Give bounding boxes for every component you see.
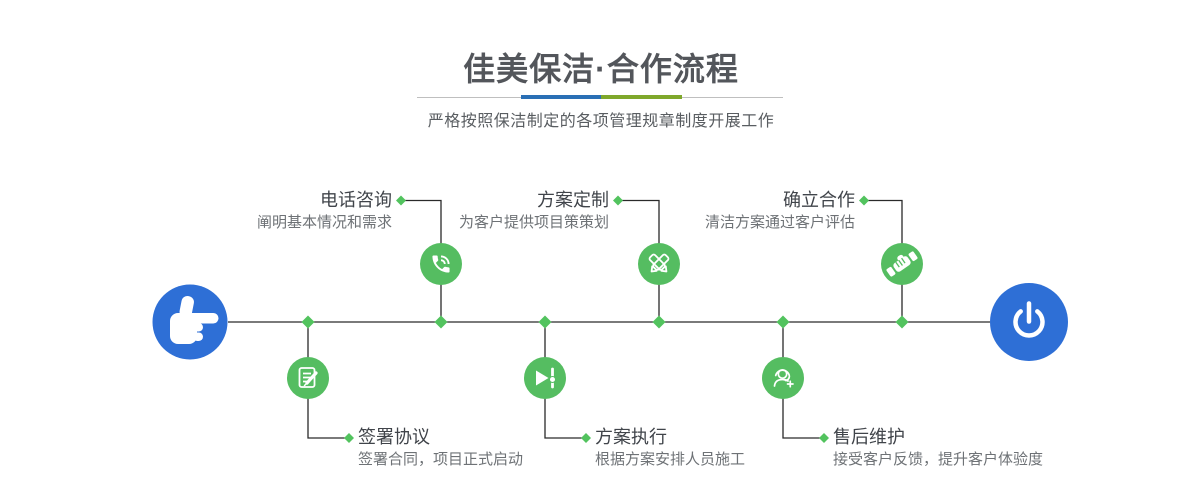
step-node-execute xyxy=(524,357,566,399)
step-node-design xyxy=(638,243,680,285)
diamond-marker xyxy=(434,315,448,329)
page-subtitle: 严格按照保洁制定的各项管理规章制度开展工作 xyxy=(427,113,775,130)
handshake-icon xyxy=(886,251,918,277)
diamond-marker xyxy=(581,433,591,443)
diamond-marker xyxy=(859,195,869,206)
diamond-marker xyxy=(344,433,354,443)
step-block-execute: 方案执行 根据方案安排人员施工 xyxy=(595,426,745,471)
diamond-marker xyxy=(301,315,315,329)
step-title: 方案定制 xyxy=(537,190,609,210)
play-icon xyxy=(536,367,556,389)
page-title: 佳美保洁·合作流程 xyxy=(463,51,739,87)
step-node-cooperate xyxy=(881,243,923,285)
end-node xyxy=(990,283,1068,361)
step-desc: 根据方案安排人员施工 xyxy=(595,451,746,468)
step-title: 确立合作 xyxy=(783,190,855,210)
step-block-phone: 电话咨询 阐明基本情况和需求 xyxy=(257,189,392,234)
step-title: 电话咨询 xyxy=(320,190,392,210)
divider-blue-segment xyxy=(521,95,601,99)
step-node-aftersale xyxy=(762,357,804,399)
step-node-sign xyxy=(287,357,329,399)
step-block-sign: 签署协议 签署合同，项目正式启动 xyxy=(358,426,523,471)
headset-plus-icon xyxy=(773,368,794,388)
diamond-marker xyxy=(895,315,909,329)
diamond-marker xyxy=(396,195,406,206)
step-desc: 签署合同，项目正式启动 xyxy=(358,451,524,468)
step-block-design: 方案定制 为客户提供项目策策划 xyxy=(459,189,609,234)
diamond-marker xyxy=(776,315,790,329)
step-title: 签署协议 xyxy=(358,427,430,447)
step-desc: 清洁方案通过客户评估 xyxy=(704,214,855,231)
diamond-marker xyxy=(652,315,666,329)
document-pen-icon xyxy=(298,367,318,388)
diamond-marker xyxy=(613,195,623,206)
start-node xyxy=(152,284,228,360)
design-tools-icon xyxy=(648,253,670,273)
hand-point-right-icon xyxy=(170,295,219,344)
diamond-marker xyxy=(819,433,829,443)
step-node-phone xyxy=(420,243,462,285)
step-desc: 为客户提供项目策策划 xyxy=(458,214,609,231)
step-desc: 接受客户反馈，提升客户体验度 xyxy=(833,451,1044,468)
step-desc: 阐明基本情况和需求 xyxy=(256,214,392,231)
power-icon xyxy=(1013,301,1045,338)
step-title: 方案执行 xyxy=(595,427,667,447)
step-block-aftersale: 售后维护 接受客户反馈，提升客户体验度 xyxy=(833,426,1043,471)
phone-icon xyxy=(432,255,450,273)
diamond-marker xyxy=(538,315,552,329)
step-title: 售后维护 xyxy=(833,427,905,447)
divider-green-segment xyxy=(601,95,682,99)
step-block-cooperate: 确立合作 清洁方案通过客户评估 xyxy=(705,189,855,234)
